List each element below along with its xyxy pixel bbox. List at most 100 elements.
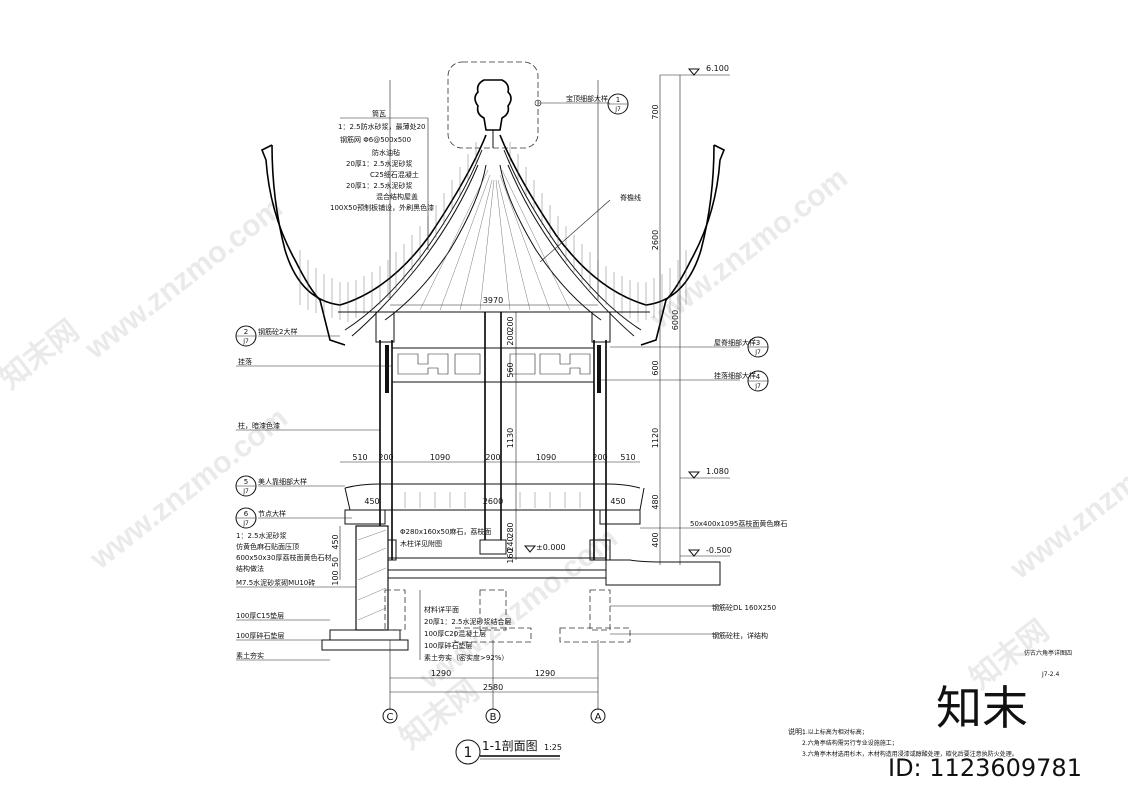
elevation-base: -0.500 (706, 546, 732, 555)
dim-right: 6000 (671, 310, 680, 330)
dim-h: 510 (352, 453, 367, 462)
roof-layer: 20厚1：2.5水泥砂浆 (346, 159, 413, 168)
mid-note: Φ280x160x50麻石，荔枝面 (400, 527, 491, 536)
detail-callout: 4 J7 (747, 370, 769, 392)
mid-note: 材料详平面 (424, 605, 459, 614)
elevation-zero: ±0.000 (536, 543, 566, 552)
dim-bottom: 1290 (431, 669, 451, 678)
svg-text:5: 5 (244, 478, 248, 486)
left-note: 挂落 (238, 357, 252, 366)
dim-top: 3970 (483, 296, 503, 305)
roof-layer: 钢筋网 Φ6@500x500 (340, 135, 411, 144)
brand-logo: 知末 (936, 681, 1028, 735)
title-number: 1 (464, 745, 473, 761)
watermark-text: www.znzmo.com (78, 191, 289, 366)
dim-left: 50 (331, 557, 340, 567)
dim-h: 200 (592, 453, 607, 462)
right-note: 50x400x1095荔枝面黄色麻石 (690, 519, 787, 528)
dim-right: 700 (651, 104, 660, 119)
dim-left: 450 (331, 534, 340, 549)
brand: 知末 ID: 1123609781 (888, 681, 1082, 782)
notes-item: 3.六角亭木材选用杉木，木材构造用浸漆或醇酸处理，碳化后要注意执防火处理。 (802, 750, 1018, 758)
dim-right: 400 (651, 532, 660, 547)
left-note: 600x50x30厚荔枝面黄色石材 (236, 553, 331, 562)
left-note: 素土夯实 (236, 651, 264, 660)
svg-text:J7: J7 (242, 520, 249, 527)
dim-h: 1090 (536, 453, 556, 462)
watermark-text: www.znzmo.com (1003, 411, 1128, 586)
detail-callouts: 1 J7 2 J7 3 J7 4 J7 5 J7 6 J7 (235, 93, 769, 529)
detail-callout: 1 J7 (607, 93, 629, 115)
left-note: 钢筋砼2大样 (258, 327, 297, 336)
title-scale: 1:25 (544, 743, 562, 752)
dim-center: 160 (506, 548, 515, 563)
svg-text:6: 6 (244, 510, 249, 518)
right-note: 宝顶细部大样 (566, 94, 608, 103)
right-note: 挂落细部大样 (714, 371, 756, 380)
dim-right: 1120 (651, 428, 660, 448)
svg-text:J7: J7 (754, 383, 761, 390)
detail-callout: 5 J7 (235, 475, 257, 497)
dim-h: 200 (378, 453, 393, 462)
roof-layer: 100X50预制板铺设，外刷黑色漆 (330, 203, 434, 212)
notes-item: 2.六角亭结构需另行专业设施施工； (802, 739, 898, 747)
watermark-layer: www.znzmo.com www.znzmo.com www.znzmo.co… (0, 161, 1128, 755)
detail-callout: 3 J7 (747, 336, 769, 358)
sheet-title: 仿古六角亭详图四 (1024, 649, 1072, 657)
mid-note: 素土夯实（密实度>92%） (424, 653, 508, 662)
roof-finial (447, 61, 539, 149)
brand-id: ID: 1123609781 (888, 754, 1082, 782)
pavilion-structure (321, 80, 721, 710)
dim-h: 510 (620, 453, 635, 462)
roof-layer: 1：2.5防水砂浆，最薄处20 (338, 122, 426, 131)
mid-notes: Φ280x160x50麻石，荔枝面 木柱详见附图 材料详平面 20厚1：2.5水… (400, 527, 512, 662)
svg-text:1: 1 (616, 96, 620, 104)
general-notes: 说明： 1.以上标高为相对标高； 2.六角亭结构需另行专业设施施工； 3.六角亭… (788, 727, 1018, 758)
left-notes: 钢筋砼2大样 挂落 柱，暗漆色漆 美人靠细部大样 节点大样 1：2.5水泥砂浆 … (236, 327, 392, 661)
notes-item: 1.以上标高为相对标高； (802, 728, 868, 736)
mid-note: 木柱详见附图 (400, 539, 442, 548)
axis-label-b: B (490, 712, 497, 723)
svg-text:J7: J7 (242, 488, 249, 495)
elevation-top: 6.100 (706, 64, 729, 73)
elevation-markers: 6.100 1.080 ±0.000 -0.500 (523, 64, 732, 557)
detail-callout: 2 J7 (235, 325, 257, 347)
mid-note: 100厚碎石垫层 (424, 641, 472, 650)
left-note: 100厚C15垫层 (236, 611, 284, 620)
right-note: 钢筋砼柱，详结构 (712, 631, 768, 640)
svg-text:3: 3 (756, 339, 760, 347)
svg-text:J7: J7 (754, 349, 761, 356)
left-note: 节点大样 (258, 509, 286, 518)
roof-layer: 20厚1：2.5水泥砂浆 (346, 181, 413, 190)
dim-center: 200 (506, 316, 515, 331)
mid-note: 100厚C20混凝土层 (424, 629, 486, 638)
left-note: 100厚碎石垫层 (236, 631, 284, 640)
dim-h: 1090 (430, 453, 450, 462)
dim-bottom: 2580 (483, 683, 503, 692)
dim-center: 200 (506, 330, 515, 345)
dim-right: 600 (651, 360, 660, 375)
left-note: 美人靠细部大样 (258, 477, 307, 486)
dim-center: 280 (506, 522, 515, 537)
detail-callout: 6 J7 (235, 507, 257, 529)
watermark-text: 知末网 (0, 314, 85, 395)
right-note: 脊檐线 (620, 193, 641, 202)
left-note: 仿黄色麻石贴面压顶 (236, 542, 299, 551)
right-note: 钢筋砼DL 160X250 (712, 603, 776, 612)
dim-left: 100 (331, 570, 340, 585)
sheet-refs: 仿古六角亭详图四 J7-2.4 (1024, 649, 1072, 678)
svg-text:2: 2 (244, 328, 248, 336)
dim-center: 240 (506, 536, 515, 551)
notes-heading: 说明： (788, 727, 809, 736)
svg-text:J7: J7 (242, 338, 249, 345)
svg-text:J7: J7 (614, 106, 621, 113)
roof-layer: 混合结构屋盖 (376, 192, 418, 201)
dim-right: 480 (651, 494, 660, 509)
axis-label-a: A (595, 712, 602, 723)
left-note: 1：2.5水泥砂浆 (236, 531, 287, 540)
right-note: 屋脊细部大样 (714, 338, 756, 347)
mid-note: 20厚1：2.5水泥砂浆结合层 (424, 617, 512, 626)
dim-mid: 2600 (483, 497, 503, 506)
title-text: 1-1剖面图 (482, 739, 538, 753)
